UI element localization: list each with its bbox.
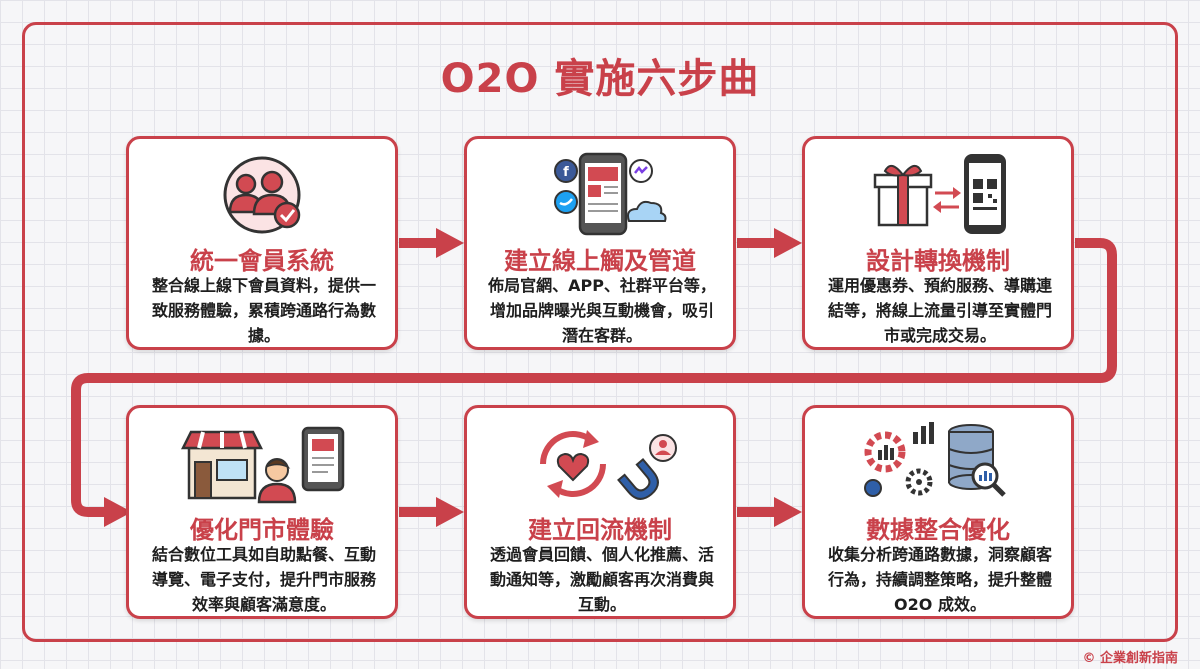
step-title: 建立線上觸及管道	[504, 247, 696, 275]
step-card-6: 數據整合優化 收集分析跨通路數據，洞察顧客行為，持續調整策略，提升整體 O2O …	[802, 405, 1074, 619]
connector-3-4-snake	[71, 238, 1117, 527]
phone-social-icon: f	[554, 152, 667, 236]
storefront-kiosk-icon	[180, 426, 345, 504]
connector-5-6	[737, 497, 802, 527]
gift-exchange-qr-icon	[873, 154, 1006, 234]
connector-4-5	[399, 497, 464, 527]
step-title: 優化門市體驗	[190, 516, 334, 544]
step-card-5: 建立回流機制 透過會員回饋、個人化推薦、活動通知等，激勵顧客再次消費與互動。	[464, 405, 736, 619]
step-title: 設計轉換機制	[866, 247, 1010, 275]
step-title: 數據整合優化	[866, 516, 1010, 544]
step-card-2: f 建立線上觸及管道 佈局官網、APP、社群平台等，增加品牌曝光與互動機會，吸引…	[464, 136, 736, 350]
step-title: 統一會員系統	[190, 247, 334, 275]
data-analytics-icon	[864, 422, 1006, 497]
connector-2-3	[737, 228, 802, 258]
outer-frame	[22, 22, 1178, 642]
step-description: 佈局官網、APP、社群平台等，增加品牌曝光與互動機會，吸引潛在客群。	[488, 276, 716, 345]
step-description: 收集分析跨通路數據，洞察顧客行為，持續調整策略，提升整體 O2O 成效。	[827, 545, 1052, 614]
heart-cycle-magnet-icon	[540, 430, 677, 500]
page-title: O2O 實施六步曲	[440, 56, 760, 102]
step-card-1: 統一會員系統 整合線上線下會員資料，提供一致服務體驗，累積跨通路行為數據。	[126, 136, 398, 350]
credit-label: © 企業創新指南	[1082, 651, 1178, 666]
connector-1-2	[399, 228, 464, 258]
step-description: 整合線上線下會員資料，提供一致服務體驗，累積跨通路行為數據。	[151, 276, 376, 345]
step-title: 建立回流機制	[528, 516, 672, 544]
svg-text:f: f	[563, 165, 569, 180]
step-description: 透過會員回饋、個人化推薦、活動通知等，激勵顧客再次消費與互動。	[489, 545, 714, 614]
step-card-4: 優化門市體驗 結合數位工具如自助點餐、互動導覽、電子支付，提升門市服務效率與顧客…	[126, 405, 398, 619]
step-card-3: 設計轉換機制 運用優惠券、預約服務、導購連結等，將線上流量引導至實體門市或完成交…	[802, 136, 1074, 350]
step-description: 結合數位工具如自助點餐、互動導覽、電子支付，提升門市服務效率與顧客滿意度。	[151, 545, 376, 614]
user-group-check-icon	[223, 156, 301, 234]
step-description: 運用優惠券、預約服務、導購連結等，將線上流量引導至實體門市或完成交易。	[827, 276, 1052, 345]
